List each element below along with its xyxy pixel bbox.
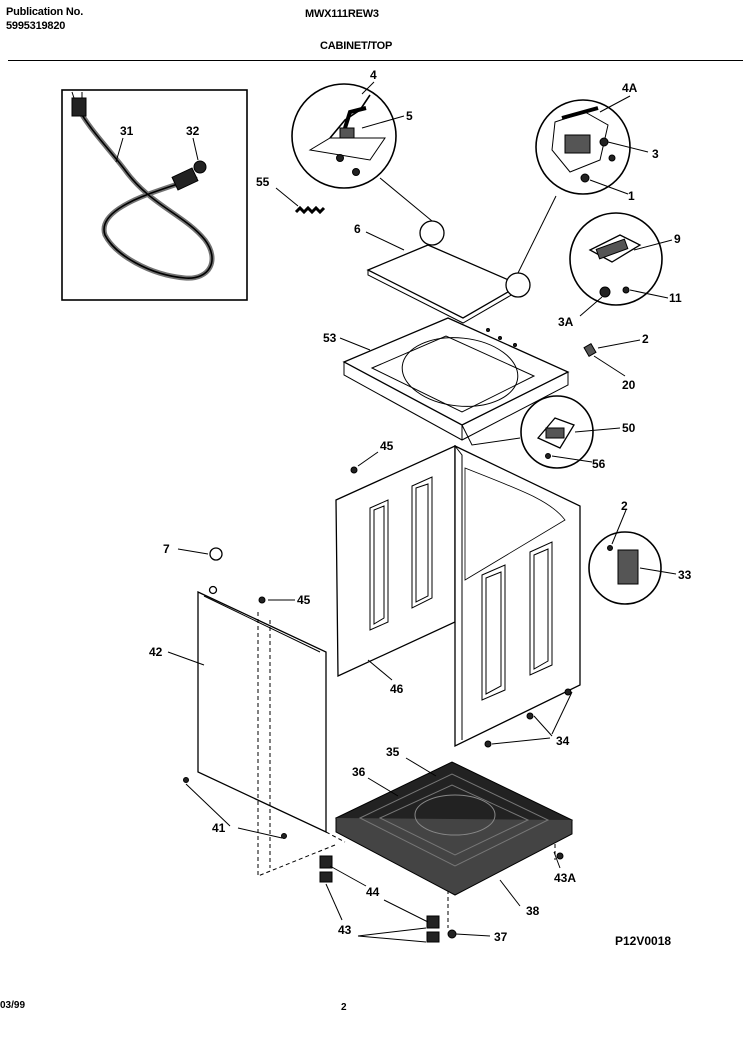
publication-label: Publication No. [6,6,84,18]
plug-head [71,97,87,117]
callout-5: 5 [406,109,413,123]
callout-4a: 4A [622,81,638,95]
callout-2b: 2 [621,499,628,513]
publication-number: 5995319820 [6,20,66,32]
callout-38: 38 [526,904,540,918]
callout-6: 6 [354,222,361,236]
callout-46: 46 [390,682,404,696]
callout-labels: 31 32 4 5 4A 3 1 55 6 9 3A 11 53 2 20 50… [120,68,692,944]
callout-41: 41 [212,821,226,835]
callout-3: 3 [652,147,659,161]
header-rule [8,60,743,61]
section-title: CABINET/TOP [320,40,393,52]
callout-44: 44 [366,885,380,899]
part-6-lid [365,177,557,324]
part-20-screw [583,339,641,377]
callout-45a: 45 [380,439,394,453]
detail-circle-hinge [291,81,405,189]
diagram-code: P12V0018 [615,934,672,948]
callout-20: 20 [622,378,636,392]
callout-35: 35 [386,745,400,759]
callout-34: 34 [556,734,570,748]
strain-relief [171,167,199,191]
callout-53: 53 [323,331,337,345]
callout-33: 33 [678,568,692,582]
part-42-front-panel [167,585,327,839]
detail-circle-part-50 [520,395,621,469]
callout-32: 32 [186,124,200,138]
callout-1: 1 [628,189,635,203]
callout-36: 36 [352,765,366,779]
callout-45b: 45 [297,593,311,607]
cabinet-right-side [454,444,581,748]
callout-42: 42 [149,645,163,659]
power-cord-inset [61,89,248,301]
callout-31: 31 [120,124,134,138]
part-46-back-panel [335,444,456,681]
page-number: 2 [341,1002,347,1013]
callout-3a: 3A [558,315,574,329]
detail-circle-part-33 [588,509,677,605]
callout-50: 50 [622,421,636,435]
part-55-spring [275,187,326,215]
part-43-leveling-feet [319,852,564,943]
callout-37: 37 [494,930,508,944]
callout-56: 56 [592,457,606,471]
callout-43: 43 [338,923,352,937]
detail-circle-switch-bracket [569,212,673,317]
part-7-plug [177,547,223,561]
callout-7: 7 [163,542,170,556]
callout-9: 9 [674,232,681,246]
callout-11: 11 [669,291,682,305]
callout-2a: 2 [642,332,649,346]
callout-4: 4 [370,68,377,82]
strain-relief-bushing [193,160,207,174]
part-38-base [334,757,574,907]
part-53-top-frame [339,317,570,446]
footer-date: 03/99 [0,1000,26,1011]
model-number: MWX111REW3 [305,8,379,20]
callout-55: 55 [256,175,270,189]
detail-circle-lid-switch [535,95,649,195]
callout-43a: 43A [554,871,576,885]
